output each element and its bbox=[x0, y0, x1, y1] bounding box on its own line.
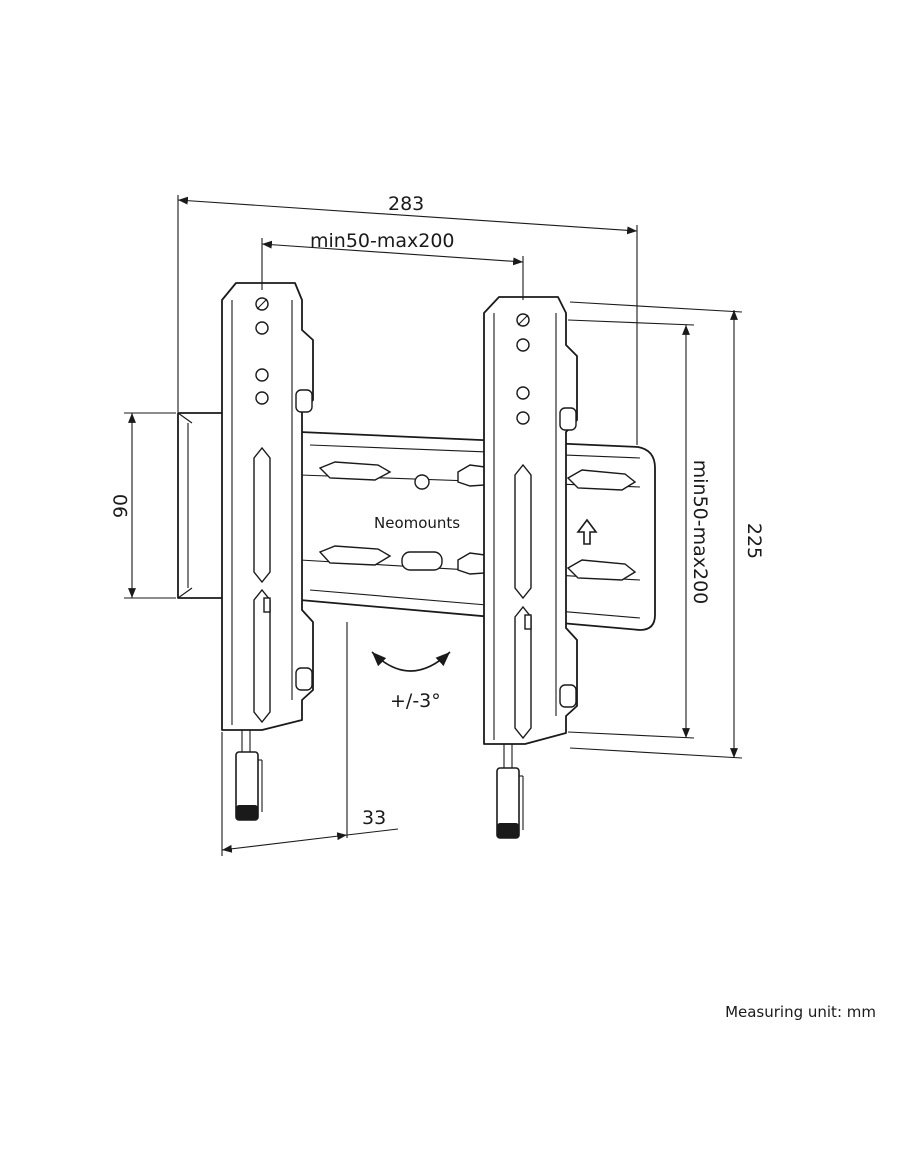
measuring-unit-note: Measuring unit: mm bbox=[725, 1003, 876, 1021]
brand-label: Neomounts bbox=[374, 514, 460, 532]
dimension-overall-width-label: 283 bbox=[388, 193, 424, 215]
tilt-arrows-icon bbox=[371, 651, 451, 672]
tilt-label: +/-3° bbox=[390, 690, 441, 712]
dimension-depth bbox=[221, 622, 399, 856]
right-bracket bbox=[483, 296, 578, 839]
dimension-vesa-vertical-label: min50-max200 bbox=[689, 460, 711, 605]
dimension-rail-height bbox=[124, 412, 176, 599]
dimension-overall-width bbox=[177, 195, 638, 445]
dimension-depth-label: 33 bbox=[362, 807, 386, 829]
dimension-overall-height-label: 225 bbox=[743, 523, 765, 559]
dimension-vesa-horizontal bbox=[261, 238, 524, 300]
dimension-vesa-vertical bbox=[567, 319, 695, 739]
arrow-up-icon bbox=[576, 518, 598, 545]
left-bracket bbox=[221, 282, 314, 821]
dimension-rail-height-label: 90 bbox=[110, 494, 132, 518]
dimension-vesa-horizontal-label: min50-max200 bbox=[310, 230, 455, 252]
dimension-overall-height bbox=[569, 301, 743, 759]
